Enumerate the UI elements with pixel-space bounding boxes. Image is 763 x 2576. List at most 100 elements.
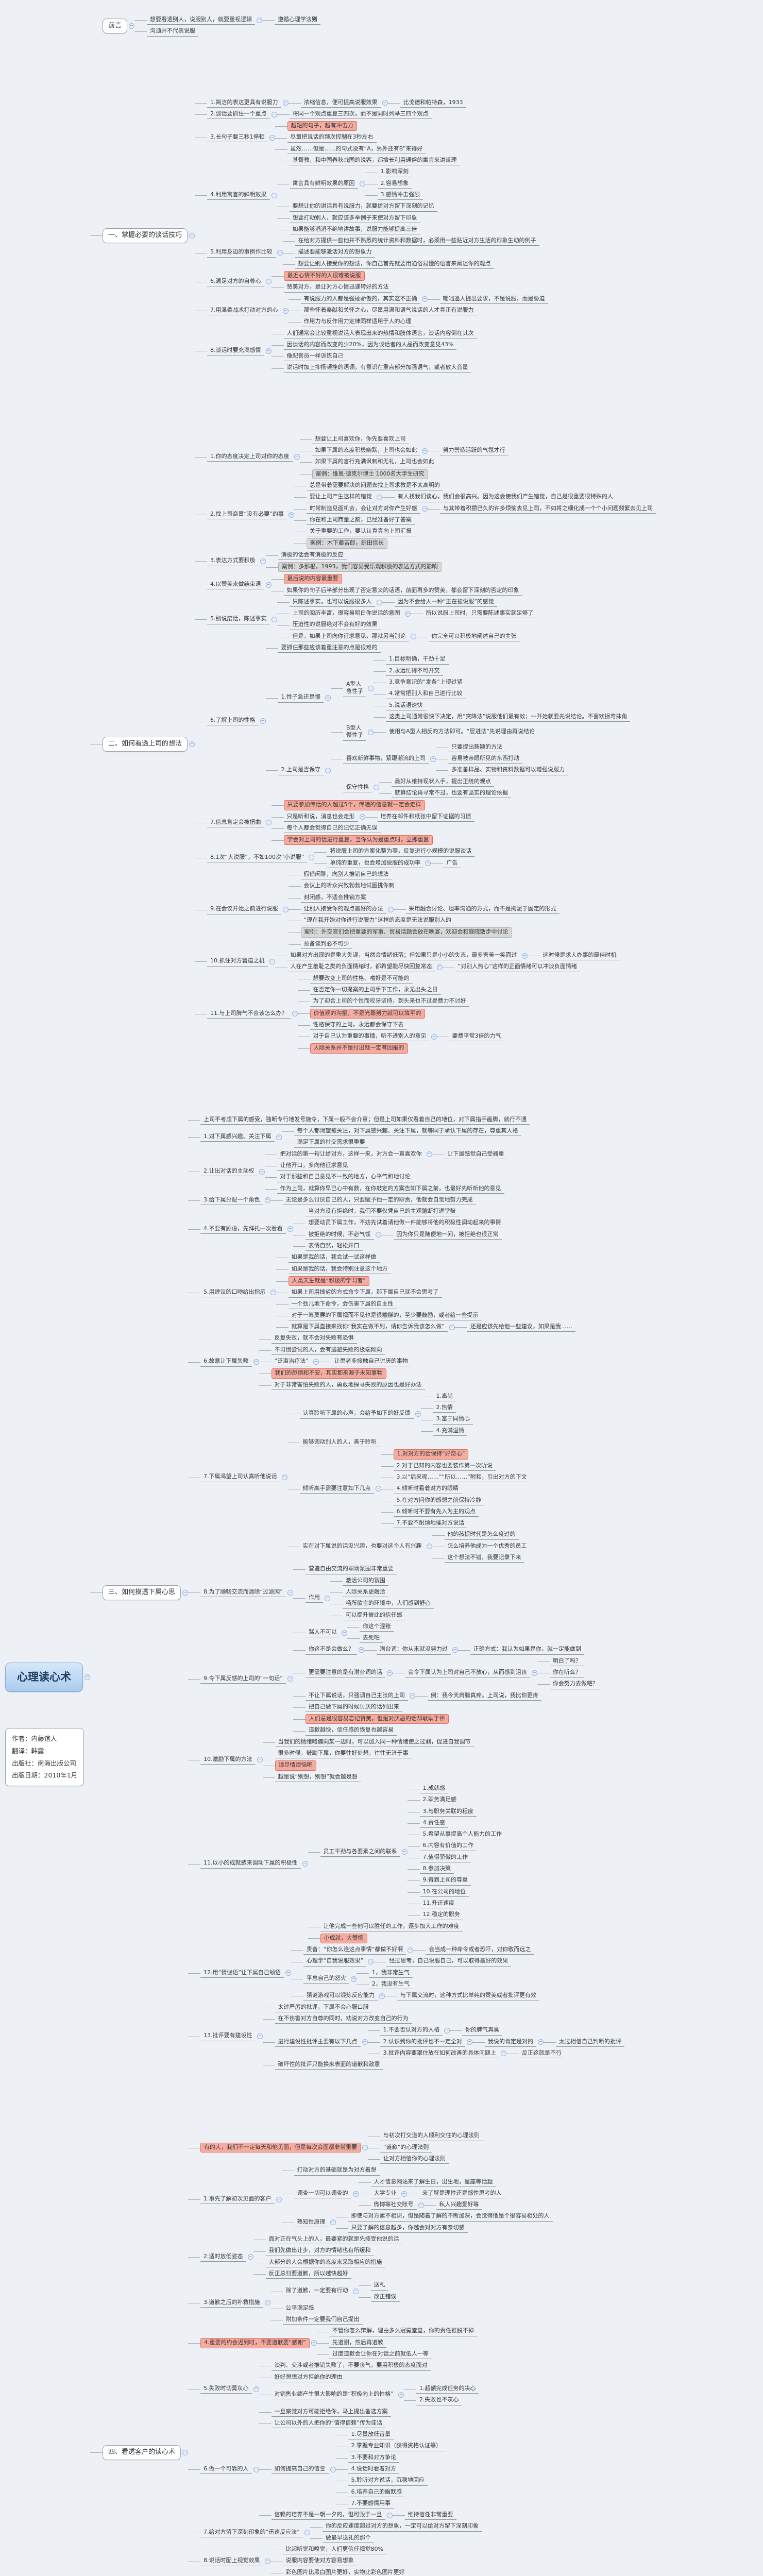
collapse-icon[interactable]: − (449, 1324, 455, 1330)
topic-node[interactable]: 公平满足感 (282, 2304, 317, 2314)
topic-node[interactable]: 广告 (443, 859, 461, 868)
branch-node[interactable]: 三、如何摸透下属心思 (103, 1585, 181, 1600)
collapse-icon[interactable]: − (247, 2254, 253, 2260)
topic-node[interactable]: 1.影响深刻 (377, 167, 412, 177)
collapse-icon[interactable]: − (325, 695, 331, 701)
topic-node[interactable]: 总是带着需要解决的问题去找上司求教是不太高明的 (306, 481, 443, 491)
topic-node[interactable]: “对别人热心”这样的正面情绪可以冲淡负面情绪 (454, 962, 580, 972)
collapse-icon[interactable]: − (287, 1226, 293, 1232)
collapse-icon[interactable]: − (313, 1359, 319, 1365)
topic-node[interactable]: 遵循心理学法则 (275, 15, 321, 25)
topic-node[interactable]: 沟通并不代表说服 (147, 27, 199, 37)
topic-node[interactable]: 作用 (305, 1594, 323, 1603)
topic-node[interactable]: 上司的阅历丰富，很容易明白你说话的意图 (289, 609, 403, 619)
topic-node[interactable]: 即使与对方素不相识，但是随着了解的不断加深，会觉得他是个很容易相处的人 (348, 2212, 553, 2222)
collapse-icon[interactable]: − (259, 1168, 265, 1175)
topic-node[interactable]: 反正这就是不行 (519, 2049, 565, 2059)
topic-node[interactable]: 像配音员一样训练自己 (283, 352, 347, 362)
topic-node[interactable]: 人才信息网站来了解生日，出生地，星座等话题 (370, 2178, 496, 2187)
topic-node[interactable]: 让他开口，多向他征求意见 (277, 1161, 351, 1171)
topic-node[interactable]: 满足下属的社交需求很重要 (294, 1138, 368, 1148)
topic-node[interactable]: 1.超额完成任务的决心 (416, 2384, 479, 2394)
collapse-icon[interactable]: − (253, 2466, 259, 2472)
collapse-icon[interactable]: − (311, 2340, 317, 2346)
topic-node[interactable]: 正确方式：我认为如果是你，就一定能做到 (470, 1645, 584, 1655)
collapse-icon[interactable]: − (260, 558, 266, 564)
topic-node[interactable]: 让公司以外的人把你的“值得信赖”传为佳话 (271, 2419, 385, 2429)
topic-node[interactable]: 调查一切可以调查的 (294, 2189, 351, 2199)
topic-node[interactable]: 只要提出新颖的方法 (448, 743, 506, 753)
topic-node[interactable]: 喜欢新鲜事物，紧跟潮流的上司 (343, 754, 429, 764)
topic-node[interactable]: 2，我没有生气 (368, 1980, 413, 1990)
topic-node[interactable]: 2.掌握专业知识（获得资格认证等） (348, 2442, 445, 2451)
topic-node[interactable]: 10.在公司的地位 (419, 1888, 469, 1897)
collapse-icon[interactable]: − (376, 494, 382, 500)
collapse-icon[interactable]: − (382, 100, 388, 106)
topic-node[interactable]: 这个想法不错，我要记录下来 (444, 1553, 524, 1563)
topic-node[interactable]: 10.激励下属的方法 (200, 1755, 256, 1765)
topic-node[interactable]: 如果上司用拙劣的方式命令下属，那下属自己就不会思考了 (288, 1288, 442, 1298)
highlight-node[interactable]: 4.重要的约会迟到时，不要道歉要“感谢” (200, 2338, 310, 2348)
topic-node[interactable]: 比戈德和帕特森，1933 (400, 98, 466, 108)
topic-node[interactable]: 员工干劲与各要素之间的联系 (320, 1848, 400, 1857)
collapse-icon[interactable]: − (270, 1290, 276, 1296)
collapse-icon[interactable]: − (350, 1976, 357, 1982)
collapse-icon[interactable]: − (292, 1011, 298, 1017)
topic-node[interactable]: 有说服力的人都是强硬骄傲的，其实这不正确 (300, 295, 420, 304)
collapse-icon[interactable]: − (538, 2039, 544, 2045)
collapse-icon[interactable]: − (436, 964, 443, 971)
topic-node[interactable]: 熟知性原理 (294, 2218, 329, 2227)
topic-node[interactable]: 5.失败时切莫灰心 (200, 2384, 252, 2394)
topic-node[interactable]: 打动对方的基础就是为对方着想 (294, 2166, 380, 2176)
topic-node[interactable]: 2.热情 (433, 1403, 456, 1413)
topic-node[interactable]: 责备：“你怎么连这点事情”都做不好啊 (303, 1945, 406, 1955)
topic-node[interactable]: 反正总归要道歉，所以越快越好 (265, 2269, 351, 2279)
topic-node[interactable]: 1.成就感 (419, 1784, 449, 1794)
topic-node[interactable]: 无论是多么讨厌自己的人，只要赋予他一定的职责，他就会自觉地努力完成 (282, 1196, 476, 1206)
topic-node[interactable]: 2.失败也不灰心 (416, 2396, 462, 2405)
topic-node[interactable]: 先道谢，然后再道歉 (329, 2338, 386, 2348)
topic-node[interactable]: 消极的话会有消极的反应 (278, 551, 347, 560)
topic-node[interactable]: 5.希望从事提高个人能力的工作 (419, 1830, 505, 1840)
topic-node[interactable]: 2.找上司商量“没有必要”的事 (207, 510, 287, 520)
topic-node[interactable]: 基督教，和中国春秋战国的说客，都擅长利用通俗的寓言来讲道理 (289, 156, 460, 166)
topic-node[interactable]: 性格保守的上司，永远都会保守下去 (310, 1021, 407, 1030)
topic-node[interactable]: 1，我非常生气 (368, 1969, 413, 1978)
topic-node[interactable]: 3.竞争意识的“发条”上得过紧 (386, 678, 466, 688)
topic-node[interactable]: 在否定你一切提案的上司手下工作，永无出头之日 (310, 986, 441, 995)
topic-node[interactable]: 2.谈话要抓住一个重点 (207, 110, 270, 120)
topic-node[interactable]: 所以说服上司时，只需要陈述事实就足够了 (422, 609, 537, 619)
topic-node[interactable]: 来了解是理性还是感性思考的人 (419, 2189, 505, 2199)
topic-node[interactable]: 就算是下属直接来找你“我实在做不到，请你告诉我该怎么做” (288, 1323, 448, 1332)
collapse-icon[interactable]: − (182, 2449, 189, 2455)
topic-node[interactable]: 让患者多接触自己讨厌的事物 (331, 1357, 411, 1367)
collapse-icon[interactable]: − (362, 2145, 368, 2151)
collapse-icon[interactable]: − (444, 2027, 450, 2033)
topic-node[interactable]: 6.满足对方的自尊心 (207, 277, 264, 286)
topic-node[interactable]: 对于一筹莫展的下属视而不见也是很糟糕的，至少要鼓励，或者给一些提示 (288, 1311, 482, 1321)
topic-node[interactable]: 要让上司产生这样的错觉 (306, 493, 375, 502)
topic-node[interactable]: 例：我今天肩膀真疼。上司说，我比你更疼 (427, 1691, 541, 1701)
topic-node[interactable]: 你在和上司商量之前，已经准备好了答案 (306, 516, 415, 526)
collapse-icon[interactable]: − (531, 1670, 537, 1676)
topic-node[interactable]: 浓缩信息，便可提高说服效果 (300, 98, 381, 108)
topic-node[interactable]: 人们通常会比较重视说话人表现出来的热情和肢体语言，谈话内容倒在其次 (283, 329, 477, 338)
branch-node[interactable]: 四、看透客户的读心术 (103, 2445, 181, 2460)
topic-node[interactable]: 7.不要不耐烦地催对方说话 (393, 1519, 468, 1529)
topic-node[interactable]: 不管你怎么辩解，理由多么冠冕堂皇，你的责任推脱不掉 (329, 2327, 477, 2336)
topic-node[interactable]: 7.不要感情用事 (348, 2499, 394, 2509)
collapse-icon[interactable]: − (375, 1232, 381, 1238)
topic-node[interactable]: 你完全可以积极地阐述自己的主张 (428, 632, 520, 642)
topic-node[interactable]: 因谈话的内容而改变的少20%，因为谈话者的人品而改变意见43% (283, 341, 457, 350)
topic-node[interactable]: 让对方相信你的心理法则 (380, 2155, 449, 2164)
topic-node[interactable]: “现在我开始对你进行说服力”这样的态度是无法说服别人的 (300, 916, 454, 926)
topic-node[interactable]: 保守性格 (343, 783, 372, 793)
topic-node[interactable]: A型人 急性子 (343, 680, 367, 697)
topic-node[interactable]: 1.事先了解初次见面的客户 (200, 2195, 275, 2205)
collapse-icon[interactable]: − (271, 111, 277, 117)
topic-node[interactable]: 把对话的第一句让给对方，这样一来，对方会一直喜欢你 (277, 1150, 425, 1159)
topic-node[interactable]: 3.与职务关联的程度 (419, 1807, 477, 1817)
collapse-icon[interactable]: − (330, 2466, 336, 2472)
topic-node[interactable]: 因为你只是随便地一问，被拒绝也很正常 (393, 1230, 502, 1240)
topic-node[interactable]: 3.给下属分配一个角色 (200, 1196, 263, 1206)
